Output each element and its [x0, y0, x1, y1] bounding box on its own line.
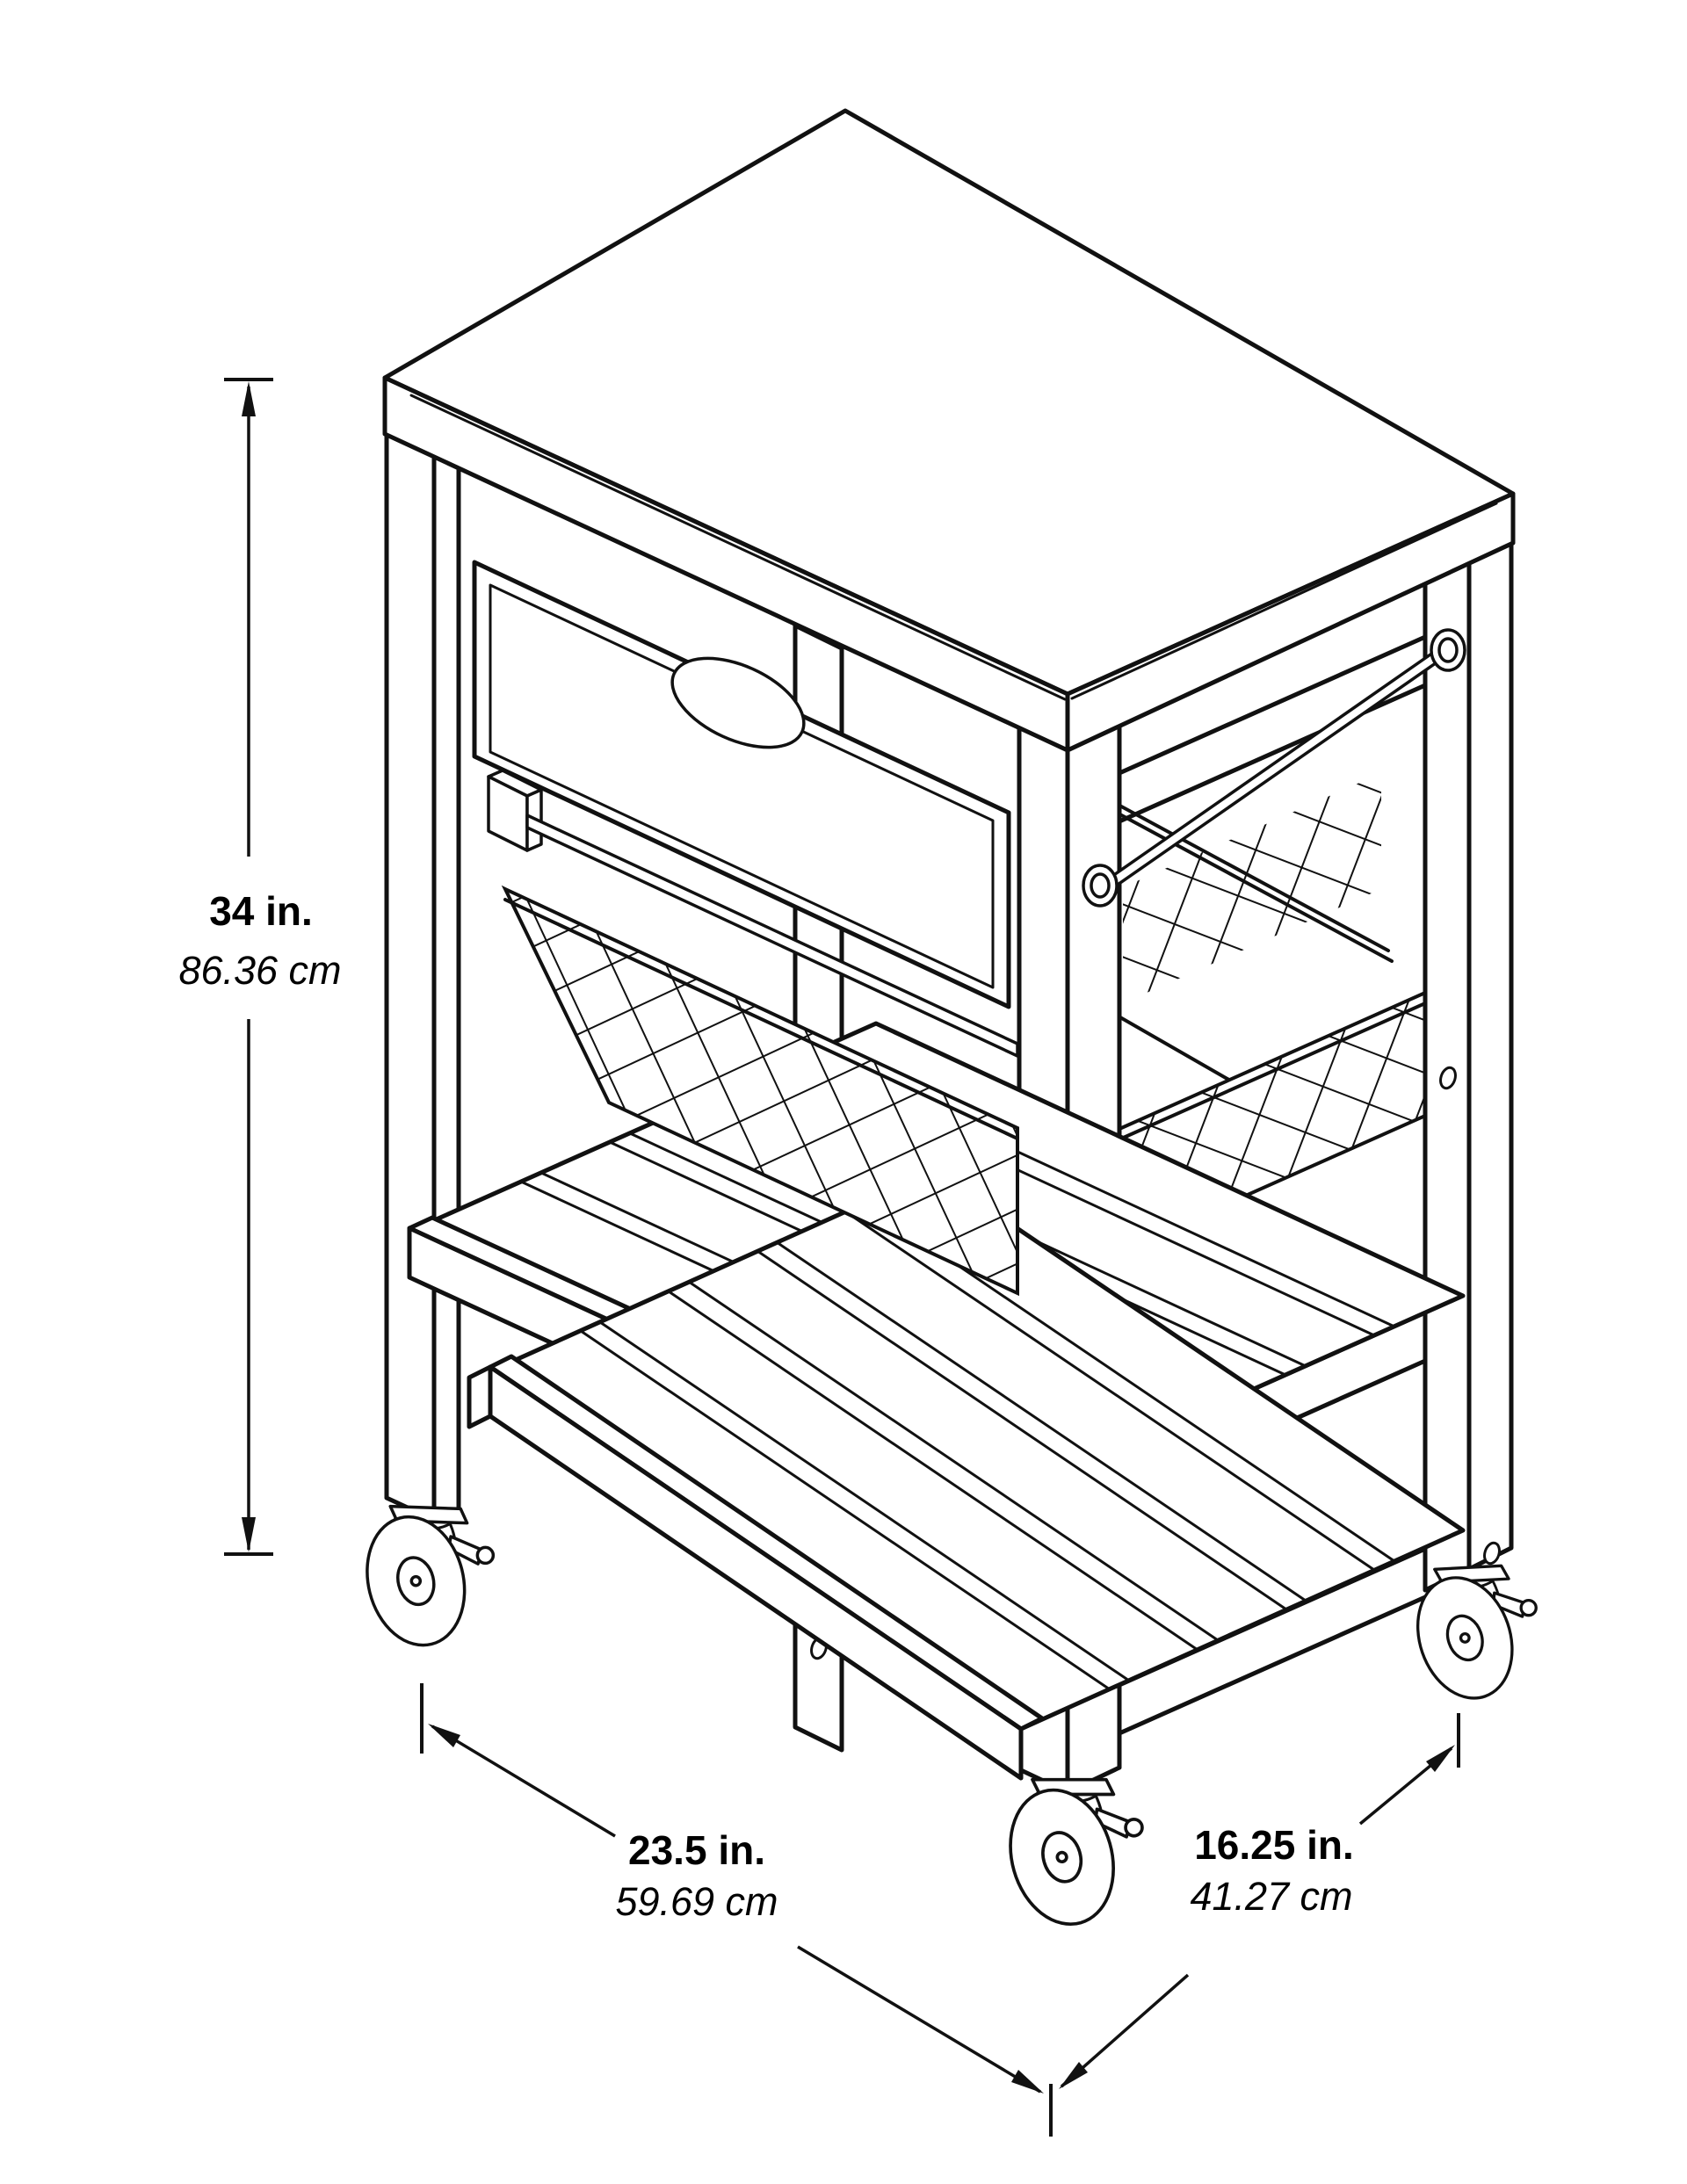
caster-left — [348, 1501, 496, 1661]
wire-basket-interior — [1100, 773, 1394, 1097]
height-inches-label: 34 in. — [209, 888, 313, 934]
depth-cm-label: 41.27 cm — [1190, 1874, 1352, 1919]
caster-front — [993, 1775, 1144, 1939]
dimension-width: 23.5 in. 59.69 cm — [420, 1683, 1053, 2137]
dimension-height: 34 in. 86.36 cm — [178, 378, 342, 1556]
dimension-depth: 16.25 in. 41.27 cm — [1059, 1713, 1460, 2089]
width-cm-label: 59.69 cm — [615, 1879, 778, 1924]
drawer — [472, 560, 1011, 1009]
left-towel-bar — [487, 769, 1019, 1058]
bottom-shelf-rail-endcap — [467, 1364, 493, 1429]
kitchen-cart — [348, 108, 1543, 1939]
right-towel-bar — [1082, 628, 1466, 908]
width-inches-label: 23.5 in. — [628, 1827, 765, 1873]
drawer-handle — [670, 656, 806, 749]
right-leg — [1423, 541, 1514, 1593]
depth-inches-label: 16.25 in. — [1194, 1822, 1354, 1868]
bottom-shelf — [467, 1169, 1466, 1781]
wire-basket — [501, 885, 1019, 1297]
left-towel-bar-rod — [525, 814, 1019, 1058]
left-leg — [384, 430, 461, 1522]
height-cm-label: 86.36 cm — [178, 948, 341, 993]
tabletop — [382, 108, 1516, 753]
